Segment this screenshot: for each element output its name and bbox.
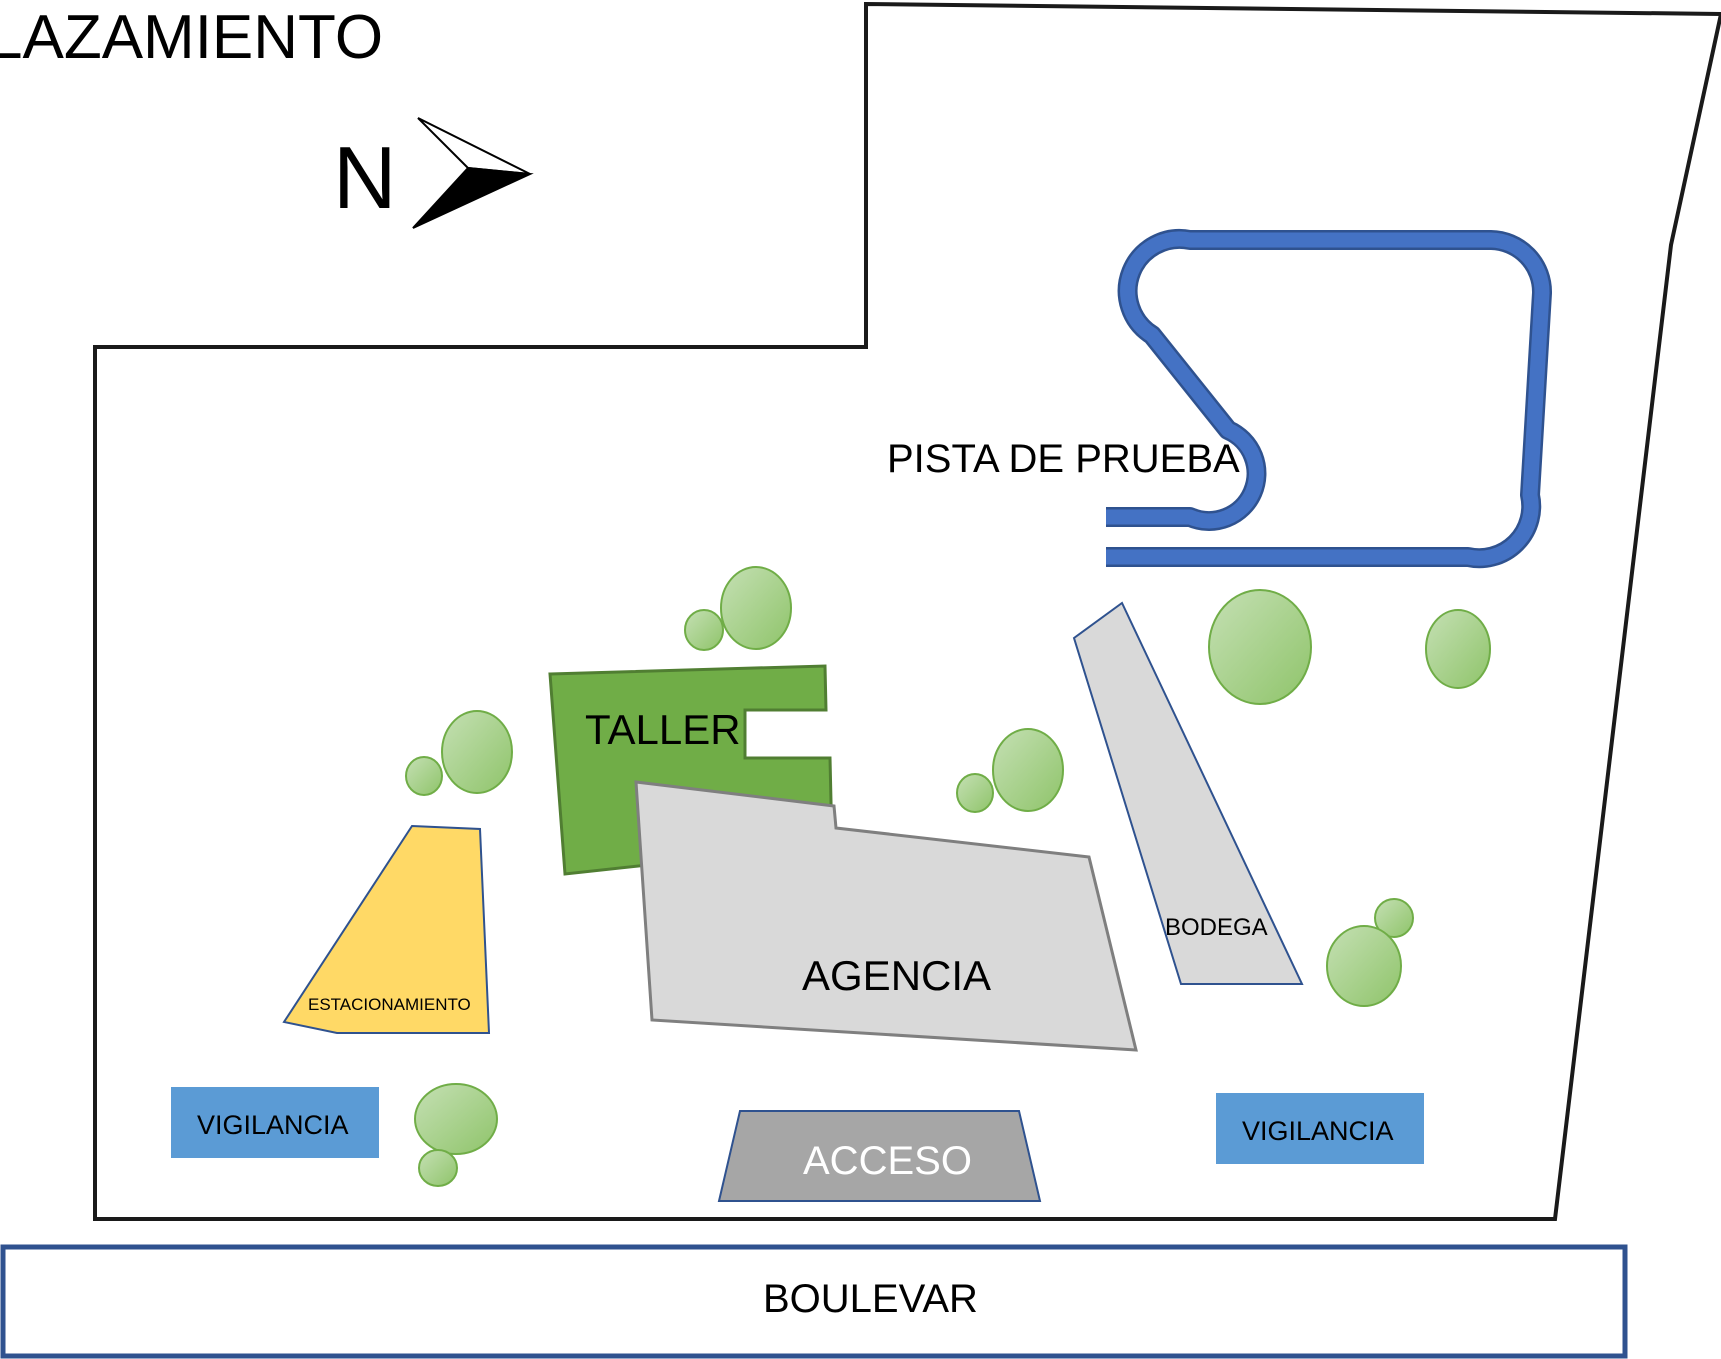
boulevar-road bbox=[0, 1244, 1628, 1359]
boulevar-label: BOULEVAR bbox=[763, 1277, 978, 1321]
acceso-gate bbox=[717, 1110, 1042, 1202]
taller-label: TALLER bbox=[585, 706, 741, 753]
tree bbox=[956, 773, 994, 813]
agencia-label: AGENCIA bbox=[802, 952, 991, 999]
tree bbox=[1208, 589, 1312, 705]
north-arrow-icon bbox=[412, 117, 534, 229]
bodega-building bbox=[1072, 601, 1304, 985]
site-boundary bbox=[93, 1, 1721, 1221]
tree bbox=[405, 756, 443, 796]
tree bbox=[414, 1083, 498, 1155]
tree bbox=[1425, 609, 1491, 689]
vigilancia-left-label: VIGILANCIA bbox=[197, 1110, 349, 1140]
trees bbox=[405, 566, 1491, 1187]
tree bbox=[684, 609, 724, 651]
vigilancia-right-label: VIGILANCIA bbox=[1242, 1116, 1394, 1146]
estacionamiento-label: ESTACIONAMIENTO bbox=[308, 995, 471, 1014]
tree bbox=[441, 710, 513, 794]
vigilancia-right-booth bbox=[1216, 1093, 1424, 1164]
vigilancia-left-booth bbox=[171, 1087, 379, 1158]
north-letter: N bbox=[333, 128, 397, 227]
acceso-label: ACCESO bbox=[803, 1139, 972, 1183]
tree bbox=[1374, 898, 1414, 938]
bodega-label: BODEGA bbox=[1165, 914, 1268, 941]
agencia-building bbox=[634, 780, 1138, 1052]
estacionamiento-area bbox=[282, 824, 491, 1034]
tree bbox=[720, 566, 792, 650]
tree bbox=[992, 728, 1064, 812]
tree bbox=[418, 1149, 458, 1187]
tree bbox=[1326, 925, 1402, 1007]
pista-label: PISTA DE PRUEBA bbox=[887, 437, 1240, 481]
plan-title: LAZAMIENTO bbox=[0, 3, 383, 72]
